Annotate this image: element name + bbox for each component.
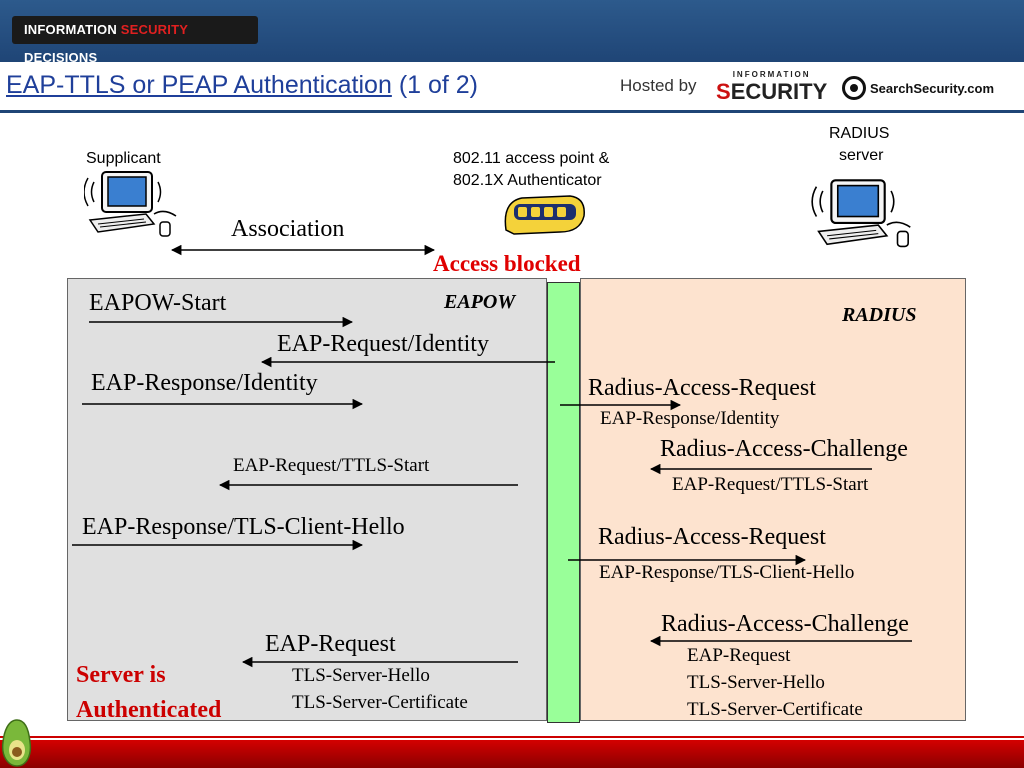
access-point-icon <box>504 195 585 235</box>
msg-r4-tls-server-hello: TLS-Server-Hello <box>687 672 825 693</box>
msg-eap-request-identity: EAP-Request/Identity <box>277 331 489 357</box>
msg-tls-server-certificate: TLS-Server-Certificate <box>292 692 468 713</box>
supplicant-label: Supplicant <box>86 150 161 167</box>
supplicant-computer-icon <box>84 171 177 237</box>
radius-server-label-line2: server <box>839 147 884 164</box>
msg-radius-access-request-1: Radius-Access-Request <box>588 375 816 401</box>
msg-radius-access-request-2: Radius-Access-Request <box>598 524 826 550</box>
msg-eap-request-ttls-start: EAP-Request/TTLS-Start <box>233 455 430 476</box>
msg-eap-response-identity: EAP-Response/Identity <box>91 370 318 396</box>
status-line2: Authenticated <box>76 697 222 723</box>
radius-region <box>580 278 966 721</box>
msg-r2-eap-request-ttls-start: EAP-Request/TTLS-Start <box>672 474 869 495</box>
radius-label: RADIUS <box>842 304 917 326</box>
msg-radius-access-challenge-1: Radius-Access-Challenge <box>660 436 908 462</box>
msg-eap-response-tls-client-hello: EAP-Response/TLS-Client-Hello <box>82 514 405 540</box>
title-main: EAP-TTLS or PEAP Authentication <box>6 71 392 99</box>
radius-server-computer-icon <box>811 179 911 248</box>
searchsecurity-logo: SearchSecurity.com <box>842 76 994 100</box>
radius-server-label-line1: RADIUS <box>829 125 890 142</box>
eapow-bar <box>547 282 580 723</box>
footer-band <box>0 740 1024 768</box>
information-security-decisions-logo: INFORMATION SECURITY DECISIONS <box>12 16 258 65</box>
avocado-icon <box>1 719 32 767</box>
hosted-by-label: Hosted by <box>620 76 697 95</box>
eapow-region <box>67 278 547 721</box>
msg-r1-eap-response-identity: EAP-Response/Identity <box>600 408 780 429</box>
msg-r4-tls-server-certificate: TLS-Server-Certificate <box>687 699 863 720</box>
msg-radius-access-challenge-2: Radius-Access-Challenge <box>661 611 909 637</box>
slide-title: EAP-TTLS or PEAP Authentication (1 of 2) <box>6 71 478 100</box>
access-blocked-label: Access blocked <box>433 251 581 276</box>
association-label: Association <box>231 216 345 242</box>
eye-icon <box>842 76 866 100</box>
msg-r3-eap-response-tls-client-hello: EAP-Response/TLS-Client-Hello <box>599 562 855 583</box>
msg-r4-eap-request: EAP-Request <box>687 645 791 666</box>
access-point-label-line1: 802.11 access point & <box>453 150 610 167</box>
footer-divider <box>0 736 1024 738</box>
msg-eapow-start: EAPOW-Start <box>89 290 227 316</box>
title-sub: (1 of 2) <box>398 71 479 99</box>
information-security-logo: INFORMATION SECURITY <box>716 70 828 104</box>
access-point-label-line2: 802.1X Authenticator <box>453 172 602 189</box>
status-line1: Server is <box>76 662 166 688</box>
msg-tls-server-hello: TLS-Server-Hello <box>292 665 430 686</box>
msg-eap-request: EAP-Request <box>265 631 396 657</box>
eapow-label: EAPOW <box>444 291 516 313</box>
